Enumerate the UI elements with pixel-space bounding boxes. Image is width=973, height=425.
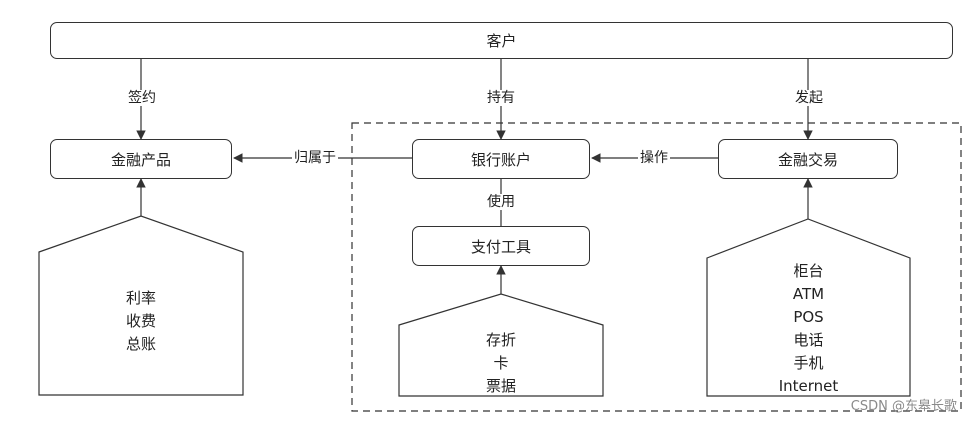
financial-product-node: 金融产品: [50, 139, 232, 179]
financial-transaction-label: 金融交易: [777, 150, 838, 169]
channel-item: 电话: [793, 331, 824, 349]
product-attr-item: 利率: [125, 289, 156, 307]
edge-label-operate: 操作: [638, 150, 670, 166]
channel-item: 手机: [793, 354, 824, 372]
customer-label: 客户: [486, 32, 517, 50]
financial-product-label: 金融产品: [110, 150, 171, 169]
channel-item: Internet: [778, 377, 839, 395]
tool-types-list: 存折 卡 票据: [399, 329, 603, 398]
edge-label-belongs-to: 归属于: [292, 150, 338, 166]
customer-node: 客户: [50, 22, 953, 59]
tool-type-item: 票据: [485, 377, 516, 395]
payment-tool-label: 支付工具: [470, 237, 531, 256]
product-attr-item: 总账: [125, 335, 156, 353]
system-boundary: [351, 122, 962, 412]
tool-type-item: 卡: [493, 354, 509, 372]
financial-transaction-node: 金融交易: [718, 139, 898, 179]
edge-label-initiate: 发起: [793, 90, 825, 106]
channel-item: ATM: [792, 285, 825, 303]
payment-tool-node: 支付工具: [412, 226, 590, 266]
channel-item: POS: [793, 308, 824, 326]
bank-account-label: 银行账户: [470, 150, 531, 169]
edge-label-sign: 签约: [126, 90, 158, 106]
house-channels: [706, 218, 911, 397]
bank-account-node: 银行账户: [412, 139, 590, 179]
house-tool-types: [398, 293, 604, 397]
channel-item: 柜台: [793, 262, 824, 280]
channels-list: 柜台 ATM POS 电话 手机 Internet: [707, 260, 910, 398]
product-attr-item: 收费: [125, 312, 156, 330]
watermark: CSDN @东皋长歌: [850, 399, 957, 414]
product-attrs-list: 利率 收费 总账: [39, 287, 243, 356]
house-product-attrs: [38, 215, 244, 396]
tool-type-item: 存折: [485, 331, 516, 349]
edge-label-use: 使用: [485, 194, 517, 210]
edge-label-hold: 持有: [485, 90, 517, 106]
